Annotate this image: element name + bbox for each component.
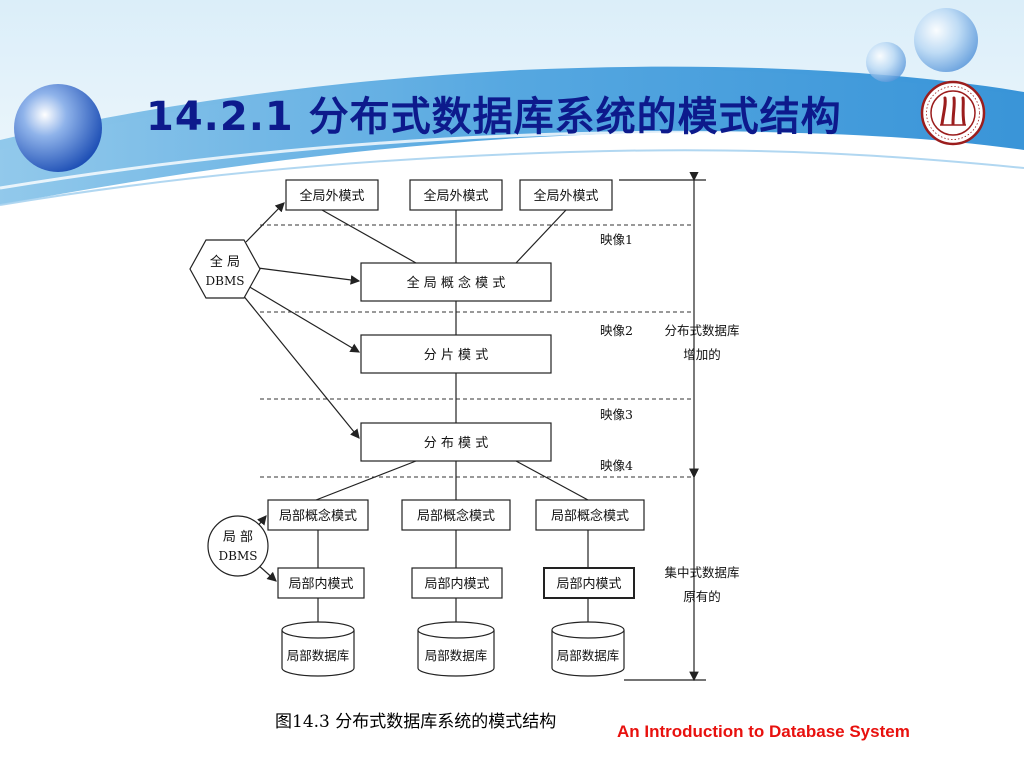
local-conceptual-label-3: 局部概念模式 bbox=[551, 508, 629, 524]
local-conceptual-schema-2 bbox=[401, 499, 511, 531]
global-external-schema-boxes: 全局外模式 全局外模式 全局外模式 bbox=[285, 179, 613, 211]
centralized-db-label-line1: 集中式数据库 bbox=[664, 565, 739, 580]
global-external-label-1: 全局外模式 bbox=[299, 188, 364, 204]
local-internal-schema-1 bbox=[277, 567, 365, 599]
global-dbms-hexagon bbox=[189, 239, 261, 299]
global-dbms-label-top: 全 局 bbox=[210, 254, 240, 270]
centralized-db-label-line2: 原有的 bbox=[683, 589, 721, 604]
local-conceptual-label-1: 局部概念模式 bbox=[279, 508, 357, 524]
global-external-schema-1 bbox=[285, 179, 379, 211]
local-database-label-1: 局部数据库 bbox=[287, 648, 350, 663]
figure-caption: 图14.3 分布式数据库系统的模式结构 bbox=[275, 712, 557, 732]
mapping-label-1: 映像1 bbox=[600, 232, 633, 247]
local-internal-schema-3 bbox=[543, 567, 635, 599]
decorative-orb bbox=[14, 84, 102, 172]
global-conceptual-schema-label: 全 局 概 念 模 式 bbox=[407, 275, 506, 291]
local-conceptual-label-2: 局部概念模式 bbox=[417, 508, 495, 524]
local-internal-label-2: 局部内模式 bbox=[424, 576, 489, 592]
global-dbms-label-bottom: DBMS bbox=[206, 274, 245, 288]
global-conceptual-schema-box bbox=[360, 262, 552, 302]
local-internal-schema-2 bbox=[411, 567, 503, 599]
allocation-schema-box bbox=[360, 422, 552, 462]
local-conceptual-schema-1 bbox=[267, 499, 369, 531]
mapping-label-2: 映像2 bbox=[600, 323, 633, 338]
local-database-label-3: 局部数据库 bbox=[557, 648, 620, 663]
course-footer-label: An Introduction to Database System bbox=[617, 722, 910, 741]
fragmentation-schema-label: 分 片 模 式 bbox=[424, 348, 488, 363]
local-internal-label-1: 局部内模式 bbox=[288, 576, 353, 592]
local-conceptual-schema-3 bbox=[535, 499, 645, 531]
header-banner bbox=[0, 0, 1024, 215]
local-database-3 bbox=[551, 621, 625, 677]
local-database-label-2: 局部数据库 bbox=[425, 648, 488, 663]
mapping-label-4: 映像4 bbox=[600, 458, 633, 473]
distributed-db-label-line1: 分布式数据库 bbox=[664, 323, 739, 338]
university-emblem-icon bbox=[920, 80, 986, 146]
global-external-schema-2 bbox=[409, 179, 503, 211]
slide-title: 14.2.1 分布式数据库系统的模式结构 bbox=[146, 94, 842, 140]
global-external-label-2: 全局外模式 bbox=[423, 188, 488, 204]
fragmentation-schema-box bbox=[360, 334, 552, 374]
allocation-schema-label: 分 布 模 式 bbox=[424, 436, 488, 451]
mapping-label-3: 映像3 bbox=[600, 407, 633, 422]
local-internal-label-3: 局部内模式 bbox=[556, 576, 621, 592]
global-external-label-3: 全局外模式 bbox=[533, 188, 598, 204]
local-database-1 bbox=[281, 621, 355, 677]
local-database-2 bbox=[417, 621, 495, 677]
local-dbms-circle bbox=[207, 515, 269, 577]
global-external-schema-3 bbox=[519, 179, 613, 211]
distributed-db-label-line2: 增加的 bbox=[683, 347, 721, 362]
schema-architecture-diagram: 全局外模式 全局外模式 全局外模式 全 局 概 念 模 式 分 片 模 式 分 … bbox=[189, 172, 740, 682]
local-dbms-label-bottom: DBMS bbox=[219, 549, 258, 563]
local-dbms-label-top: 局 部 bbox=[223, 530, 253, 545]
